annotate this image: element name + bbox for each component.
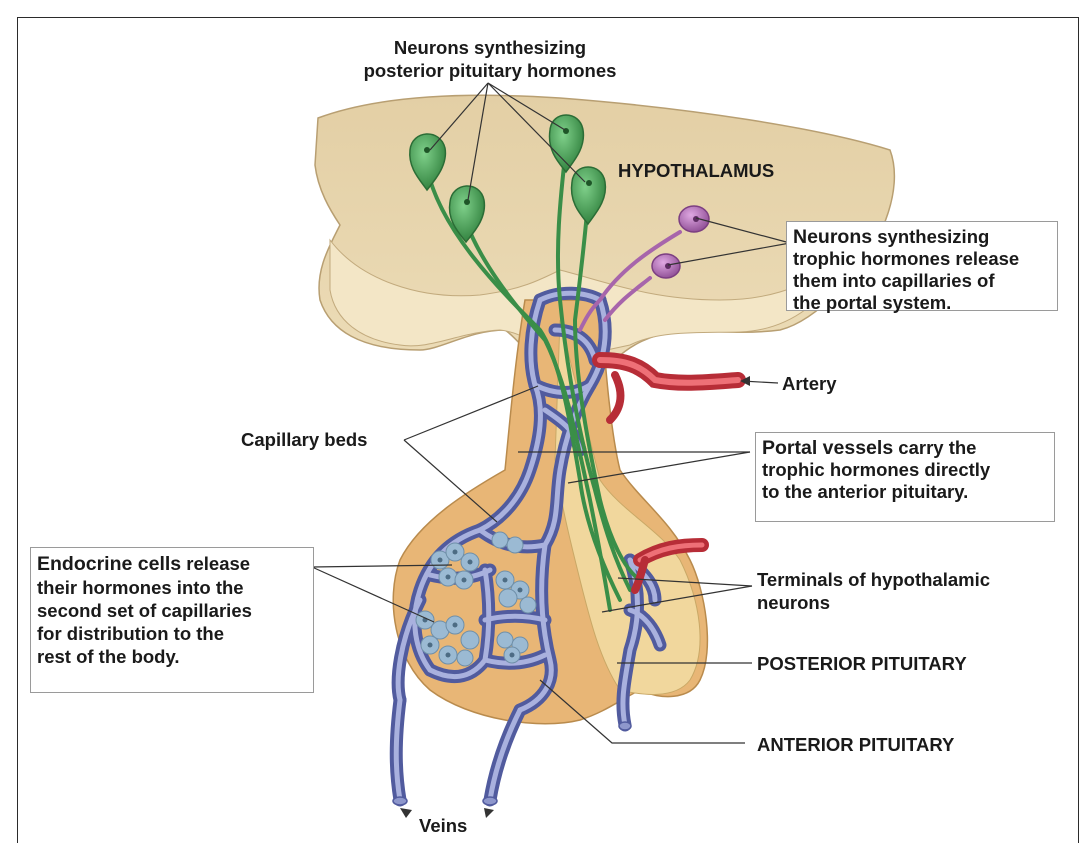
label-posterior-pituitary: POSTERIOR PITUITARY [757,652,967,675]
box-endocrine-cells: Endocrine cells release their hormones i… [30,547,314,693]
label-terminals: Terminals of hypothalamic neurons [757,568,990,614]
label-veins: Veins [419,814,467,837]
label-anterior-pituitary: ANTERIOR PITUITARY [757,733,954,756]
label-capillary-beds: Capillary beds [241,428,367,451]
label-artery: Artery [782,372,837,395]
label-posterior-neurons: Neurons synthesizing posterior pituitary… [345,36,635,82]
bold-endocrine-cells: Endocrine cells [37,553,181,575]
box-portal-vessels: Portal vessels carry the trophic hormone… [755,432,1055,522]
label-hypothalamus: HYPOTHALAMUS [618,159,774,182]
box-trophic-neurons: Neurons synthesizing trophic hormones re… [786,221,1058,311]
bold-portal-vessels: Portal vessels [762,437,893,459]
bold-neurons: Neurons [793,226,872,248]
